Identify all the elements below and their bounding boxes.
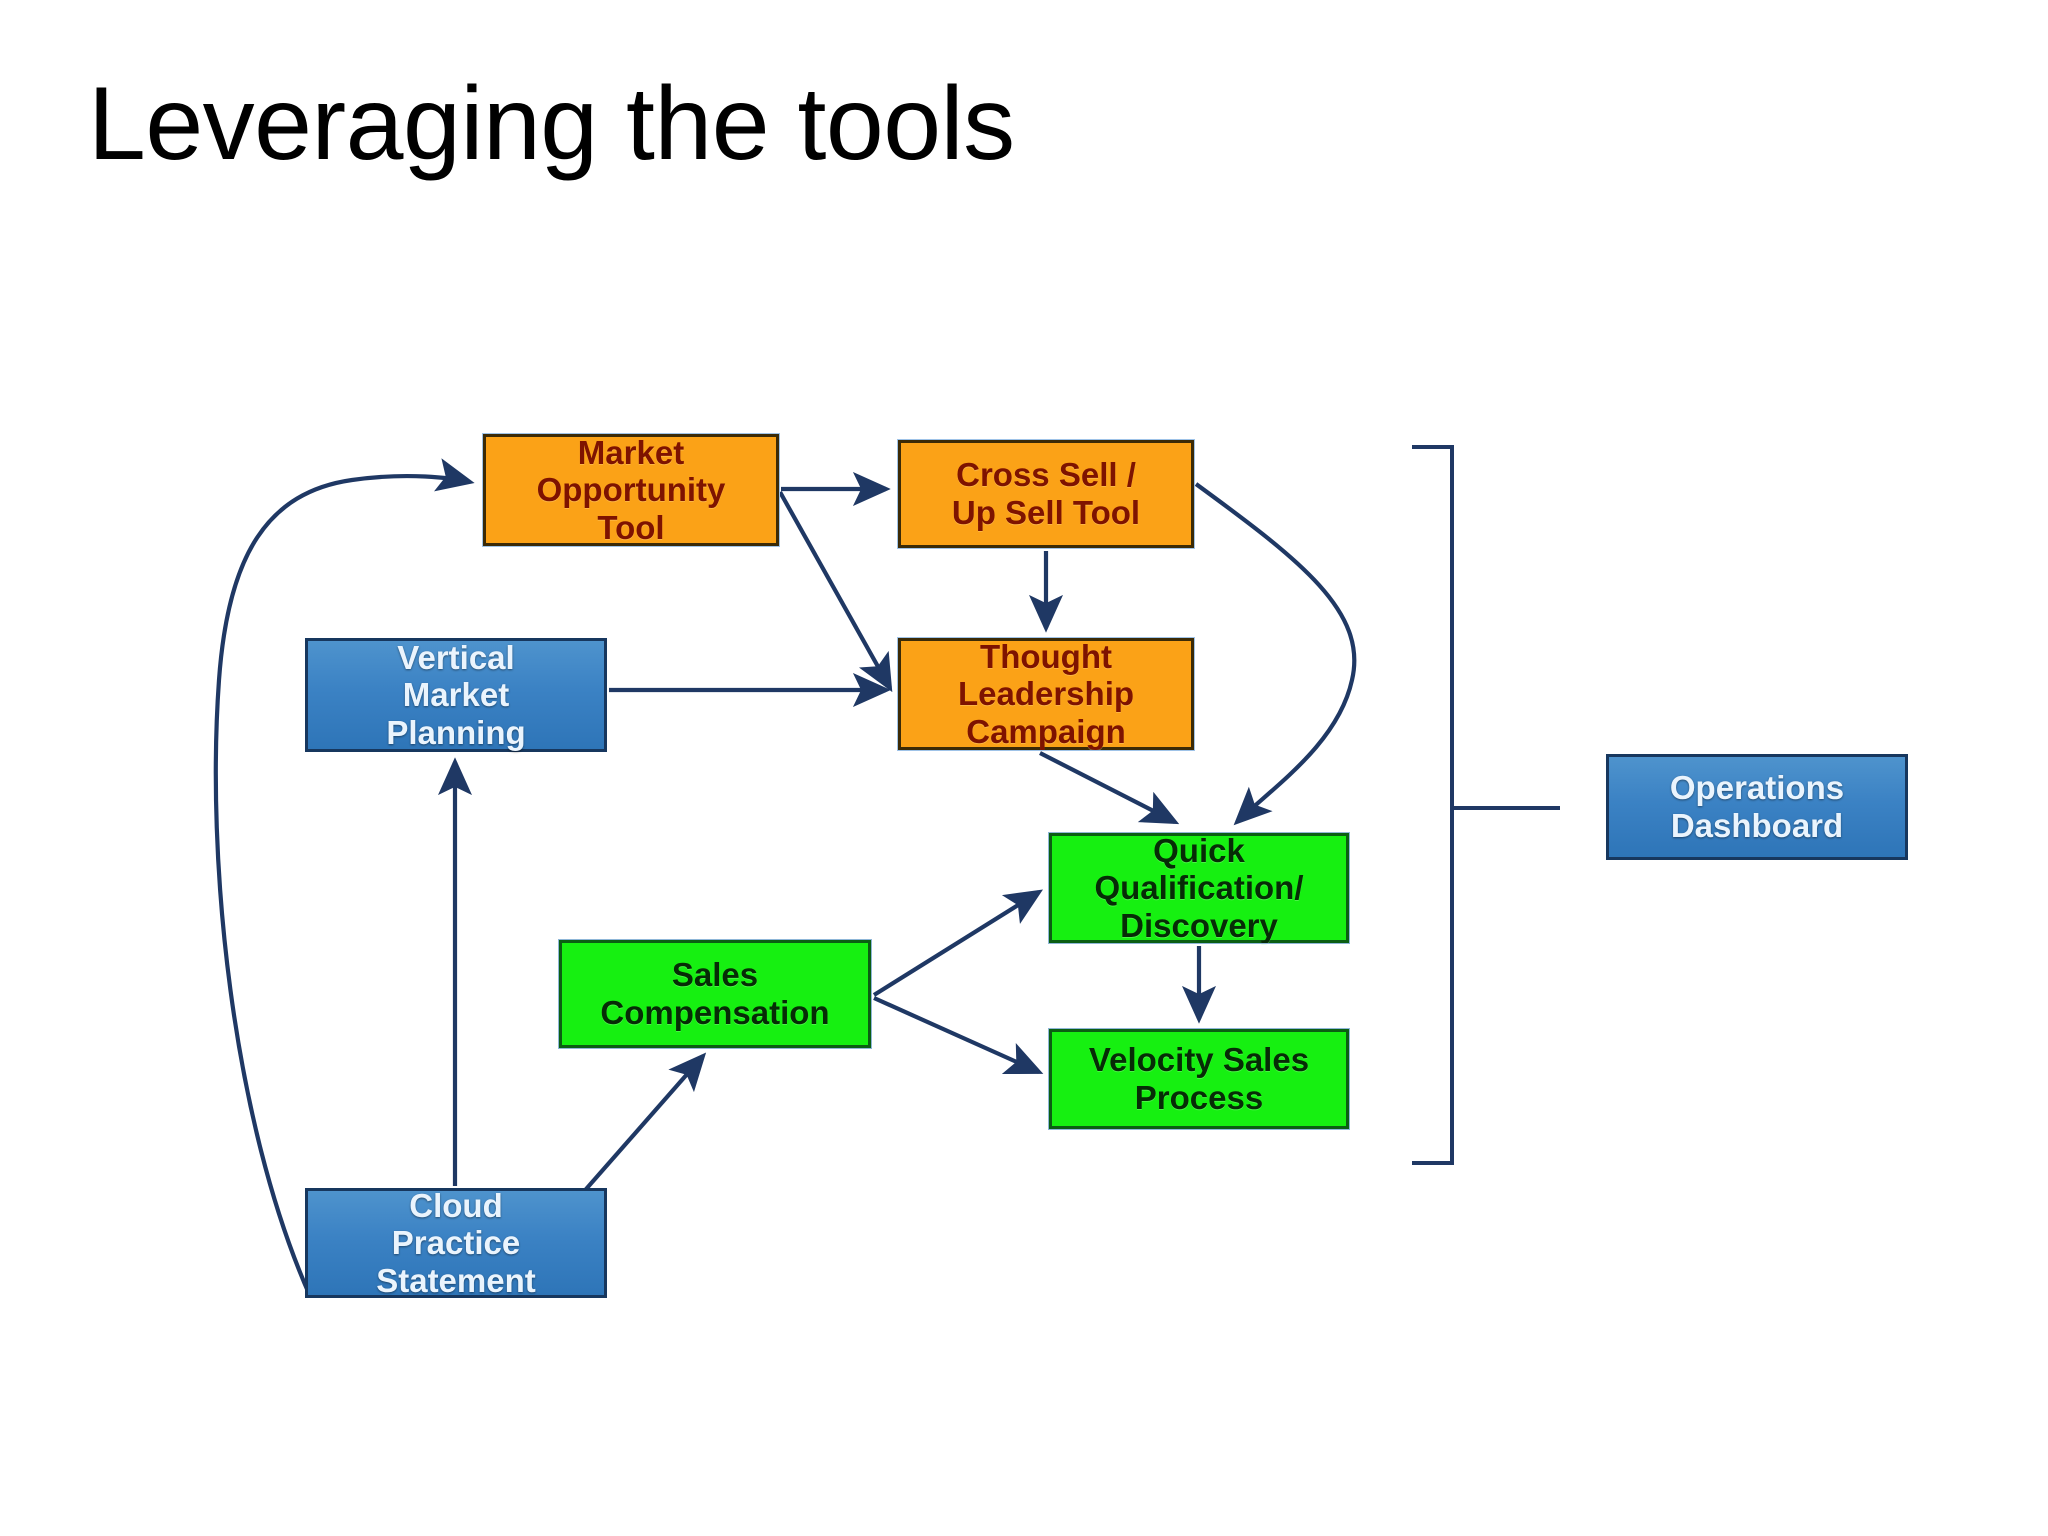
node-label: Vertical Market Planning <box>386 638 526 751</box>
node-vertical-market-planning[interactable]: Vertical Market Planning <box>305 638 607 752</box>
node-cloud-practice-statement[interactable]: Cloud Practice Statement <box>305 1186 607 1299</box>
node-label: Quick Qualification/ Discovery <box>1094 831 1304 944</box>
edge-cloud-to-sales-compensation <box>578 1052 707 1198</box>
node-market-opportunity-tool[interactable]: Market Opportunity Tool <box>482 433 780 547</box>
edge-cloud-to-market-opportunity <box>213 458 475 1297</box>
node-label: Market Opportunity Tool <box>536 433 726 546</box>
node-label: Thought Leadership Campaign <box>957 637 1135 750</box>
edge-thought-leadership-to-quick-qualification <box>1039 751 1180 825</box>
node-label: Operations Dashboard <box>1669 769 1845 844</box>
edge-cross-sell-to-quick-qualification <box>1194 482 1357 826</box>
edge-market-opportunity-to-thought-leadership <box>778 490 893 693</box>
grouping-bracket <box>1412 445 1560 1165</box>
edge-sales-compensation-to-quick-qualification <box>872 889 1044 997</box>
node-cross-sell-up-sell-tool[interactable]: Cross Sell / Up Sell Tool <box>897 439 1195 549</box>
edge-sales-compensation-to-velocity-sales <box>873 996 1044 1074</box>
node-label: Velocity Sales Process <box>1088 1041 1310 1116</box>
page-title: Leveraging the tools <box>88 66 1015 182</box>
node-operations-dashboard[interactable]: Operations Dashboard <box>1606 754 1908 860</box>
node-velocity-sales-process[interactable]: Velocity Sales Process <box>1048 1028 1350 1130</box>
node-sales-compensation[interactable]: Sales Compensation <box>558 939 872 1049</box>
node-thought-leadership-campaign[interactable]: Thought Leadership Campaign <box>897 637 1195 751</box>
node-quick-qualification-discovery[interactable]: Quick Qualification/ Discovery <box>1048 831 1350 944</box>
node-label: Sales Compensation <box>600 956 830 1031</box>
node-label: Cross Sell / Up Sell Tool <box>951 456 1141 531</box>
node-label: Cloud Practice Statement <box>376 1186 536 1299</box>
